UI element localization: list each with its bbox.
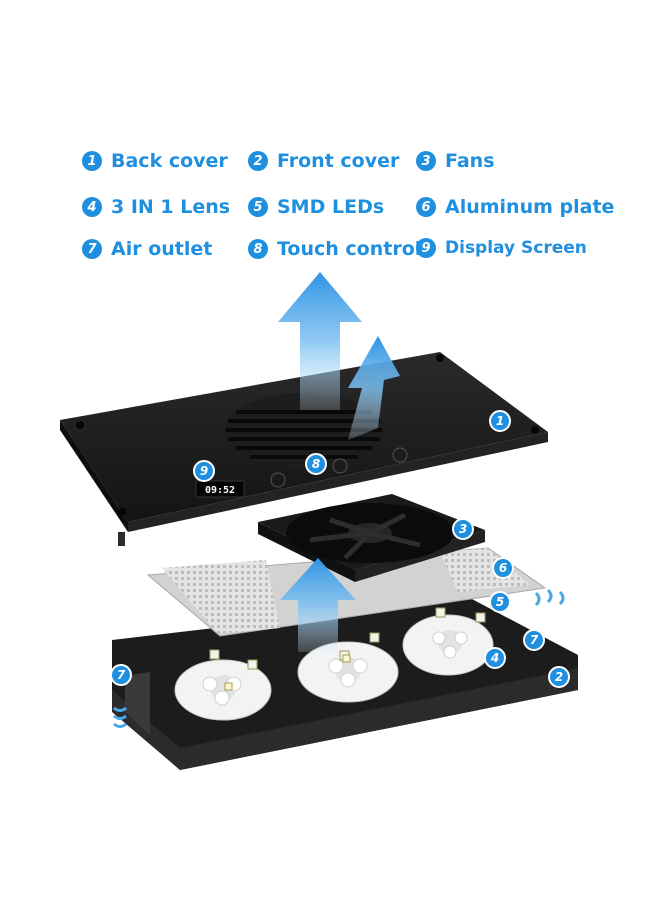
lens-3: [402, 614, 494, 676]
smd-led: [209, 649, 220, 660]
svg-text:3: 3: [459, 522, 467, 536]
smd-led: [435, 607, 446, 618]
vent-grille: [224, 393, 384, 467]
legend-number: 7: [82, 239, 102, 259]
svg-text:9: 9: [200, 464, 208, 478]
back-cover: 09:52: [60, 352, 548, 546]
airflow-arrow-up: [280, 558, 356, 652]
svg-text:6: 6: [499, 561, 507, 575]
legend-label: SMD LEDs: [277, 196, 385, 218]
legend-label: Fans: [445, 150, 495, 172]
legend-item-display-screen: 9 Display Screen: [416, 238, 587, 258]
callout-fans: 3: [452, 518, 474, 540]
display-readout: 09:52: [205, 485, 235, 496]
legend-label: Back cover: [111, 150, 228, 172]
touch-button: [392, 447, 408, 463]
svg-text:2: 2: [555, 670, 563, 684]
parts-legend: 1 Back cover 2 Front cover 3 Fans 4 3 IN…: [0, 0, 660, 280]
legend-item-air-outlet: 7 Air outlet: [82, 238, 212, 260]
svg-text:5: 5: [496, 595, 504, 609]
screw-hole: [436, 354, 444, 362]
svg-text:7: 7: [530, 633, 539, 647]
legend-item-lens: 4 3 IN 1 Lens: [82, 196, 230, 218]
callout-aluminum-plate: 6: [492, 557, 514, 579]
smd-led: [224, 682, 233, 691]
airflow-arrow-up: [348, 336, 400, 440]
smd-led-group: [209, 607, 486, 691]
callouts: 1 2 3 4 5 6 7 7: [110, 410, 570, 688]
legend-label: 3 IN 1 Lens: [111, 196, 231, 218]
legend-number: 1: [82, 151, 102, 171]
legend-item-front-cover: 2 Front cover: [248, 150, 399, 172]
smd-led: [475, 612, 486, 623]
callout-front-cover: 2: [548, 666, 570, 688]
legend-item-smd-leds: 5 SMD LEDs: [248, 196, 384, 218]
legend-number: 4: [82, 197, 102, 217]
legend-number: 9: [416, 238, 436, 258]
smd-led: [369, 632, 380, 643]
callout-air-outlet-left: 7: [110, 664, 132, 686]
smd-led: [342, 654, 351, 663]
callout-air-outlet-right: 7: [523, 629, 545, 651]
callout-back-cover: 1: [489, 410, 511, 432]
touch-control: [270, 447, 408, 488]
mounting-post: [118, 532, 125, 546]
airflow-arrows: [113, 272, 565, 728]
side-air-outlet: [125, 672, 150, 735]
callout-touch-control: 8: [305, 453, 327, 475]
side-airflow-lines: [534, 588, 565, 607]
back-cover-edge: [128, 432, 548, 532]
touch-button: [270, 472, 286, 488]
lens-2: [297, 641, 399, 703]
svg-text:7: 7: [117, 668, 126, 682]
display-screen: 09:52: [195, 480, 245, 498]
screw-hole: [531, 426, 539, 434]
legend-number: 5: [248, 197, 268, 217]
heat-sink-fins: [440, 548, 530, 592]
callout-smd-leds: 5: [489, 591, 511, 613]
touch-button: [332, 458, 348, 474]
svg-text:8: 8: [312, 457, 320, 471]
side-airflow-lines: [113, 706, 127, 728]
screw-hole: [76, 421, 84, 429]
airflow-arrow-up: [278, 272, 362, 410]
legend-number: 8: [248, 239, 268, 259]
legend-label: Display Screen: [445, 238, 587, 258]
legend-number: 2: [248, 151, 268, 171]
legend-label: Touch control: [277, 238, 422, 260]
legend-label: Aluminum plate: [445, 196, 615, 218]
legend-number: 3: [416, 151, 436, 171]
svg-text:1: 1: [496, 414, 504, 428]
legend-label: Front cover: [277, 150, 400, 172]
smd-led: [247, 659, 258, 670]
legend-item-back-cover: 1 Back cover: [82, 150, 228, 172]
legend-label: Air outlet: [111, 238, 213, 260]
housing-rim: [112, 668, 578, 770]
svg-text:4: 4: [490, 651, 499, 665]
lens-group: [174, 614, 494, 721]
screw-hole: [118, 508, 126, 516]
callout-display-screen: 9: [193, 460, 215, 482]
callout-lens: 4: [484, 647, 506, 669]
legend-number: 6: [416, 197, 436, 217]
legend-item-fans: 3 Fans: [416, 150, 495, 172]
fan: [258, 494, 485, 582]
legend-item-aluminum-plate: 6 Aluminum plate: [416, 196, 614, 218]
back-cover-edge: [60, 420, 128, 532]
legend-item-touch-control: 8 Touch control: [248, 238, 421, 260]
heat-sink-fins: [162, 560, 280, 634]
